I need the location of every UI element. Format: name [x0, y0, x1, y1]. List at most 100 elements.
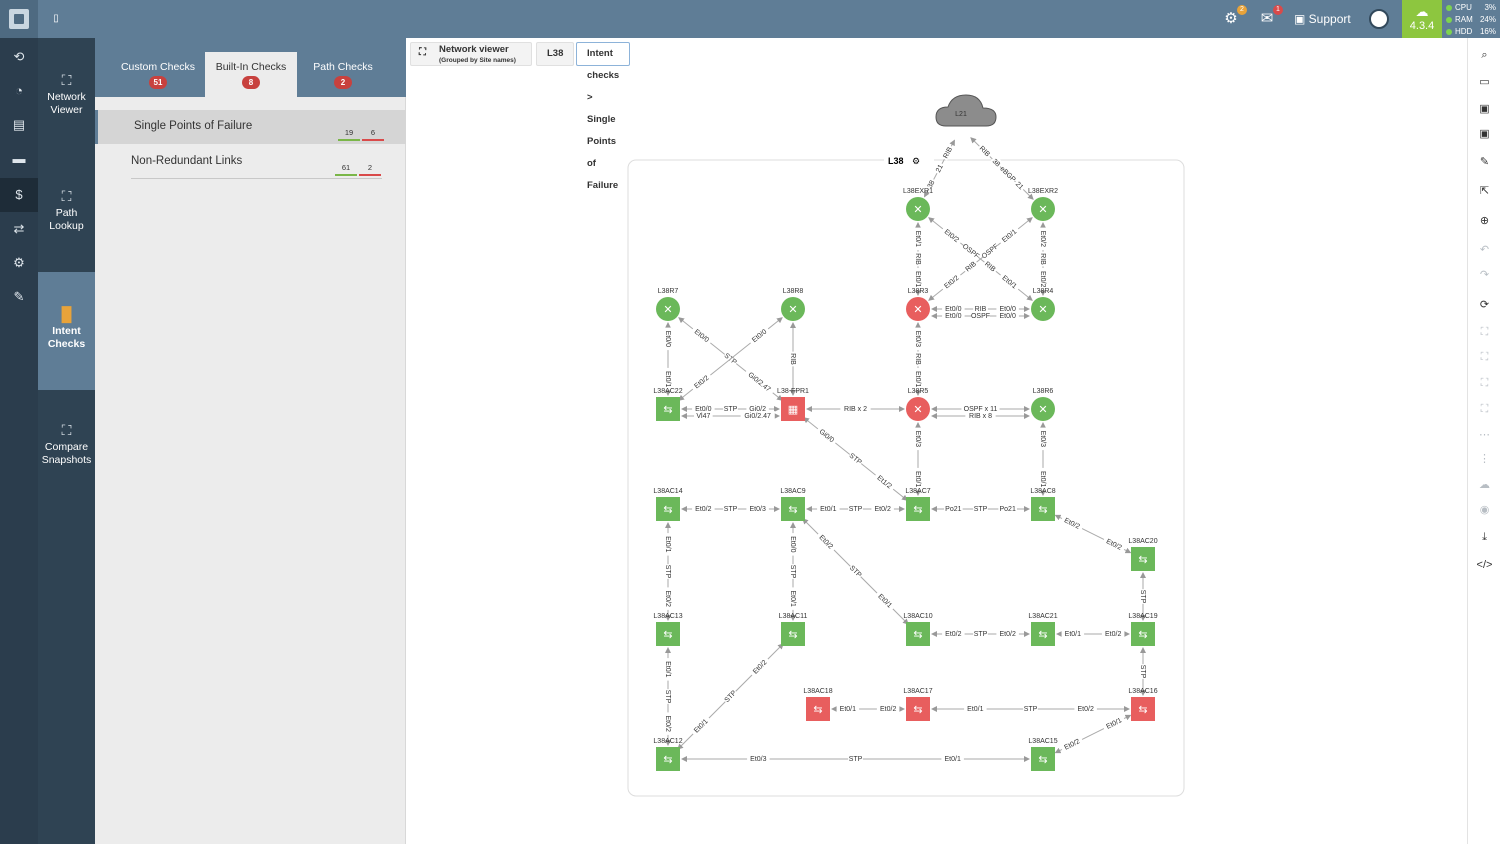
node-L38AC7[interactable]: ⇆L38AC7 [905, 488, 931, 521]
user-avatar[interactable] [1369, 9, 1389, 29]
folder-icon[interactable]: ▭ [1479, 76, 1490, 88]
settings-icon[interactable]: ⚙ [13, 255, 25, 270]
check-non-redundant-links[interactable]: Non-Redundant Links 61 2 [95, 145, 406, 179]
nav-compare-snapshots[interactable]: ⛶Compare Snapshots [38, 423, 95, 474]
support-button[interactable]: ▣ Support [1294, 12, 1351, 26]
link-L38R5-L38R6[interactable]: OSPF x 11 [931, 404, 1030, 413]
download-icon[interactable]: ⤓ [1482, 531, 1487, 543]
node-L38R3[interactable]: ✕L38R3 [906, 288, 930, 321]
node-L38AC16[interactable]: ⇆L38AC16 [1128, 688, 1158, 721]
nav-network-viewer[interactable]: ⛶Network Viewer [38, 73, 95, 124]
document-icon[interactable]: ▤ [12, 117, 26, 132]
crumb-site[interactable]: L38 [536, 42, 575, 66]
compare-icon[interactable]: ⇄ [13, 221, 25, 236]
refresh-icon[interactable]: ⟳ [1479, 299, 1490, 311]
edit-icon[interactable]: ✎ [1479, 156, 1490, 168]
code-icon[interactable]: </> [1476, 559, 1493, 571]
node-L38AC11[interactable]: ⇆L38AC11 [779, 613, 808, 646]
link-L38AC19-L38AC16[interactable]: STP [1139, 647, 1148, 696]
node-L38FPR1[interactable]: ▦L38-FPR1 [777, 388, 809, 421]
crumb-current[interactable]: Intent checks > Single Points of Failure [576, 42, 631, 191]
node-L38AC18[interactable]: ⇆L38AC18 [803, 688, 833, 721]
node-L38AC14[interactable]: ⇆L38AC14 [653, 488, 683, 521]
node-L38R7[interactable]: ✕L38R7 [656, 288, 680, 321]
cloud-node[interactable]: L21 [935, 94, 997, 127]
node-L38AC19[interactable]: ⇆L38AC19 [1128, 613, 1158, 646]
link-L38R5-L38R6[interactable]: RIB x 8 [931, 411, 1030, 420]
node-L38AC20[interactable]: ⇆L38AC20 [1128, 538, 1158, 571]
node-L38AC22[interactable]: ⇆L38AC22 [653, 388, 683, 421]
eye-icon[interactable]: ◉ [1479, 504, 1490, 516]
link-L38AC20-L38AC19[interactable]: STP [1139, 572, 1148, 621]
node-L38R8[interactable]: ✕L38R8 [781, 288, 805, 321]
node-L38AC13[interactable]: ⇆L38AC13 [653, 613, 683, 646]
undo-icon[interactable]: ↶ [1479, 244, 1490, 256]
check-single-points-of-failure[interactable]: Single Points of Failure 19 6 [95, 110, 406, 144]
node-L38R5[interactable]: ✕L38R5 [906, 388, 930, 421]
inventory-icon[interactable]: ▬ [12, 151, 26, 166]
grid-icon[interactable]: ⋯ [1479, 429, 1490, 441]
node-L38R6[interactable]: ✕L38R6 [1031, 388, 1055, 421]
node-L38EXR2[interactable]: ✕L38EXR2 [1028, 188, 1058, 221]
export-icon[interactable]: ⇱ [1479, 185, 1490, 197]
nav-intent-checks[interactable]: ▐▌Intent Checks [38, 272, 95, 390]
history-icon[interactable]: ⟲ [13, 49, 25, 64]
search-icon[interactable]: ⌕ [1481, 49, 1488, 61]
nav-path-lookup[interactable]: ⛶Path Lookup [38, 189, 95, 240]
node-L38EXR1[interactable]: ✕L38EXR1 [903, 188, 933, 221]
redo-icon[interactable]: ↷ [1479, 269, 1490, 281]
link-L38R8-L38FPR1[interactable]: RIB [789, 322, 798, 396]
layout-3-icon[interactable]: ⛶ [1480, 377, 1489, 389]
wrench-icon[interactable]: ✎ [13, 289, 25, 304]
version-badge[interactable]: ☁4.3.4 [1402, 0, 1442, 38]
save-as-icon[interactable]: ▣ [1479, 103, 1490, 115]
node-L38AC17[interactable]: ⇆L38AC17 [903, 688, 933, 721]
link-L38FPR1-L38R5[interactable]: RIB x 2 [806, 404, 905, 413]
node-L38AC12[interactable]: ⇆L38AC12 [653, 738, 683, 771]
layout-4-icon[interactable]: ⛶ [1480, 403, 1489, 415]
tasks-icon[interactable]: ⚙2 [1222, 5, 1247, 28]
layout-1-icon[interactable]: ⛶ [1480, 326, 1489, 338]
diagram-svg[interactable]: L38 ⚙ L21 3821RIB21eBGP38RIBEt0/1RIBEt0/… [406, 70, 1466, 844]
crumb-network-viewer[interactable]: ⛶ Network viewer(Grouped by Site names) [410, 42, 532, 66]
save-icon[interactable]: ▣ [1479, 128, 1490, 140]
node-L38AC10[interactable]: ⇆L38AC10 [903, 613, 933, 646]
gear-icon[interactable]: ⚙ [912, 156, 920, 166]
target-icon[interactable]: ⊕ [1479, 215, 1490, 227]
cloud-icon[interactable]: ☁ [1479, 479, 1490, 491]
node-L38AC8[interactable]: ⇆L38AC8 [1030, 488, 1056, 521]
node-L38R4[interactable]: ✕L38R4 [1031, 288, 1055, 321]
alerts-icon[interactable]: ✉1 [1258, 5, 1283, 28]
node-L38AC21[interactable]: ⇆L38AC21 [1028, 613, 1058, 646]
paths-icon[interactable]: $ [0, 178, 38, 212]
node-L38AC15[interactable]: ⇆L38AC15 [1028, 738, 1058, 771]
